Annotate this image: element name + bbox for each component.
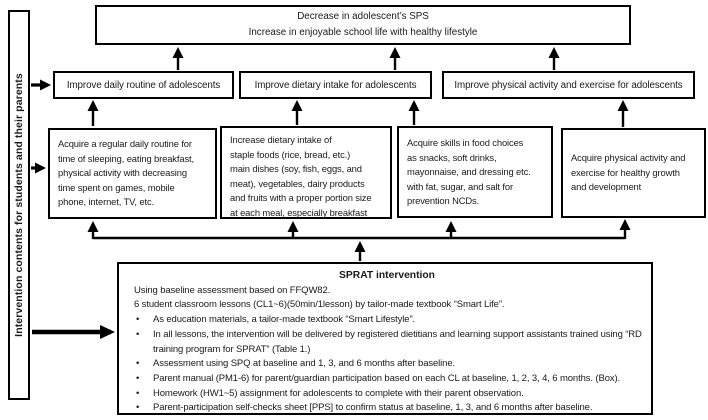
goal-box: Decrease in adolescent’s SPS Increase in… — [95, 5, 631, 45]
bullet-dot: • — [136, 387, 140, 399]
sprat-bullet-item: • Assessment using SPQ at baseline and 1… — [127, 357, 647, 372]
sprat-bullet-item: • Homework (HW1~5) assignment for adoles… — [127, 387, 647, 402]
bullet-dot: • — [136, 402, 140, 414]
bullet-dot: • — [136, 372, 140, 384]
objective-box-dietary-intake: Improve dietary intake for adolescents — [239, 71, 432, 99]
bullet-dot: • — [136, 314, 140, 326]
sprat-bullet-item: • Parent manual (PM1-6) for parent/guard… — [127, 372, 647, 387]
sprat-bullet-item: • As education materials, a tailor-made … — [127, 313, 647, 328]
content-box-physical-activity: Acquire physical activity and exercise f… — [561, 128, 706, 218]
left-axis-label: Intervention contents for students and t… — [13, 73, 25, 337]
sprat-intro-line-1: Using baseline assessment based on FFQW8… — [134, 284, 331, 296]
sprat-title: SPRAT intervention — [339, 270, 435, 281]
bullet-dot: • — [136, 358, 140, 370]
sprat-intervention-box: SPRAT intervention Using baseline assess… — [117, 262, 653, 415]
objective-box-physical-activity: Improve physical activity and exercise f… — [442, 71, 695, 99]
objective-box-daily-routine: Improve daily routine of adolescents — [53, 71, 234, 99]
sprat-bullet-item: • In all lessons, the intervention will … — [127, 328, 647, 357]
content-box-daily-routine: Acquire a regular daily routine for time… — [48, 128, 217, 219]
sprat-bullet-item: • Parent-participation self-checks sheet… — [127, 401, 647, 416]
content-box-food-choices: Acquire skills in food choices as snacks… — [397, 126, 553, 218]
content-box-dietary-intake: Increase dietary intake of staple foods … — [220, 126, 392, 219]
sprat-bullet-list: • As education materials, a tailor-made … — [127, 313, 647, 416]
left-axis-label-box: Intervention contents for students and t… — [8, 10, 30, 400]
sprat-intro-line-2: 6 student classroom lessons (CL1~6)(50mi… — [134, 299, 505, 311]
bullet-dot: • — [136, 328, 140, 340]
